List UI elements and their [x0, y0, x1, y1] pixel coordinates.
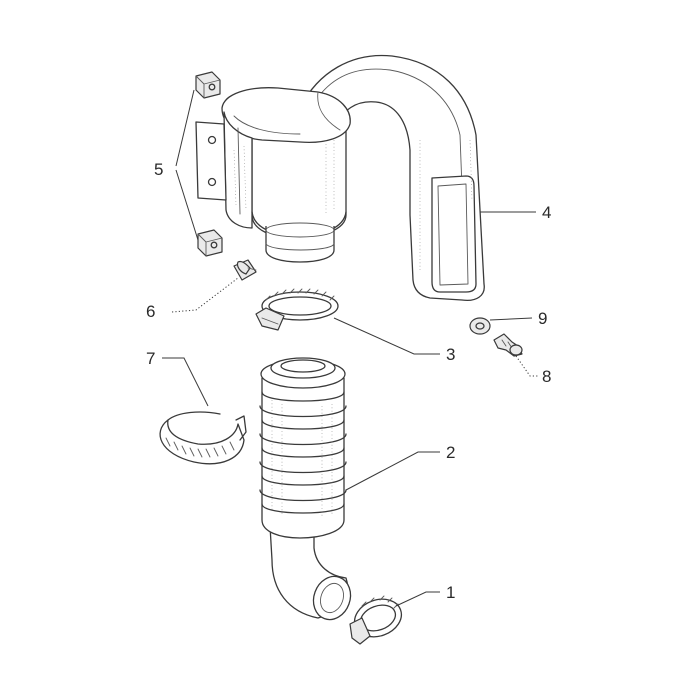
callout-2: 2 — [446, 443, 455, 462]
part-8-bolt: 8 — [493, 333, 551, 386]
callout-4: 4 — [542, 203, 551, 222]
callout-9: 9 — [538, 309, 547, 328]
part-2-bellows-hose: 2 — [259, 357, 455, 621]
callout-3: 3 — [446, 345, 455, 364]
part-5-mounting-clips: 5 — [154, 71, 223, 257]
part-1-hose-clamp-lower: 1 — [349, 583, 455, 645]
clip-lower — [197, 229, 223, 257]
callout-7: 7 — [146, 349, 155, 368]
callout-5: 5 — [154, 160, 163, 179]
clip-upper — [195, 71, 221, 99]
callout-1: 1 — [446, 583, 455, 602]
callout-6: 6 — [146, 302, 155, 321]
part-7-band-clamp: 7 — [146, 349, 247, 465]
callout-4-group: 4 — [480, 203, 551, 222]
part-4-intake-housing — [195, 54, 485, 302]
part-3-hose-clamp-upper: 3 — [255, 288, 455, 364]
part-6-screw: 6 — [146, 259, 257, 321]
callout-8: 8 — [542, 367, 551, 386]
part-9-washer: 9 — [469, 309, 547, 335]
